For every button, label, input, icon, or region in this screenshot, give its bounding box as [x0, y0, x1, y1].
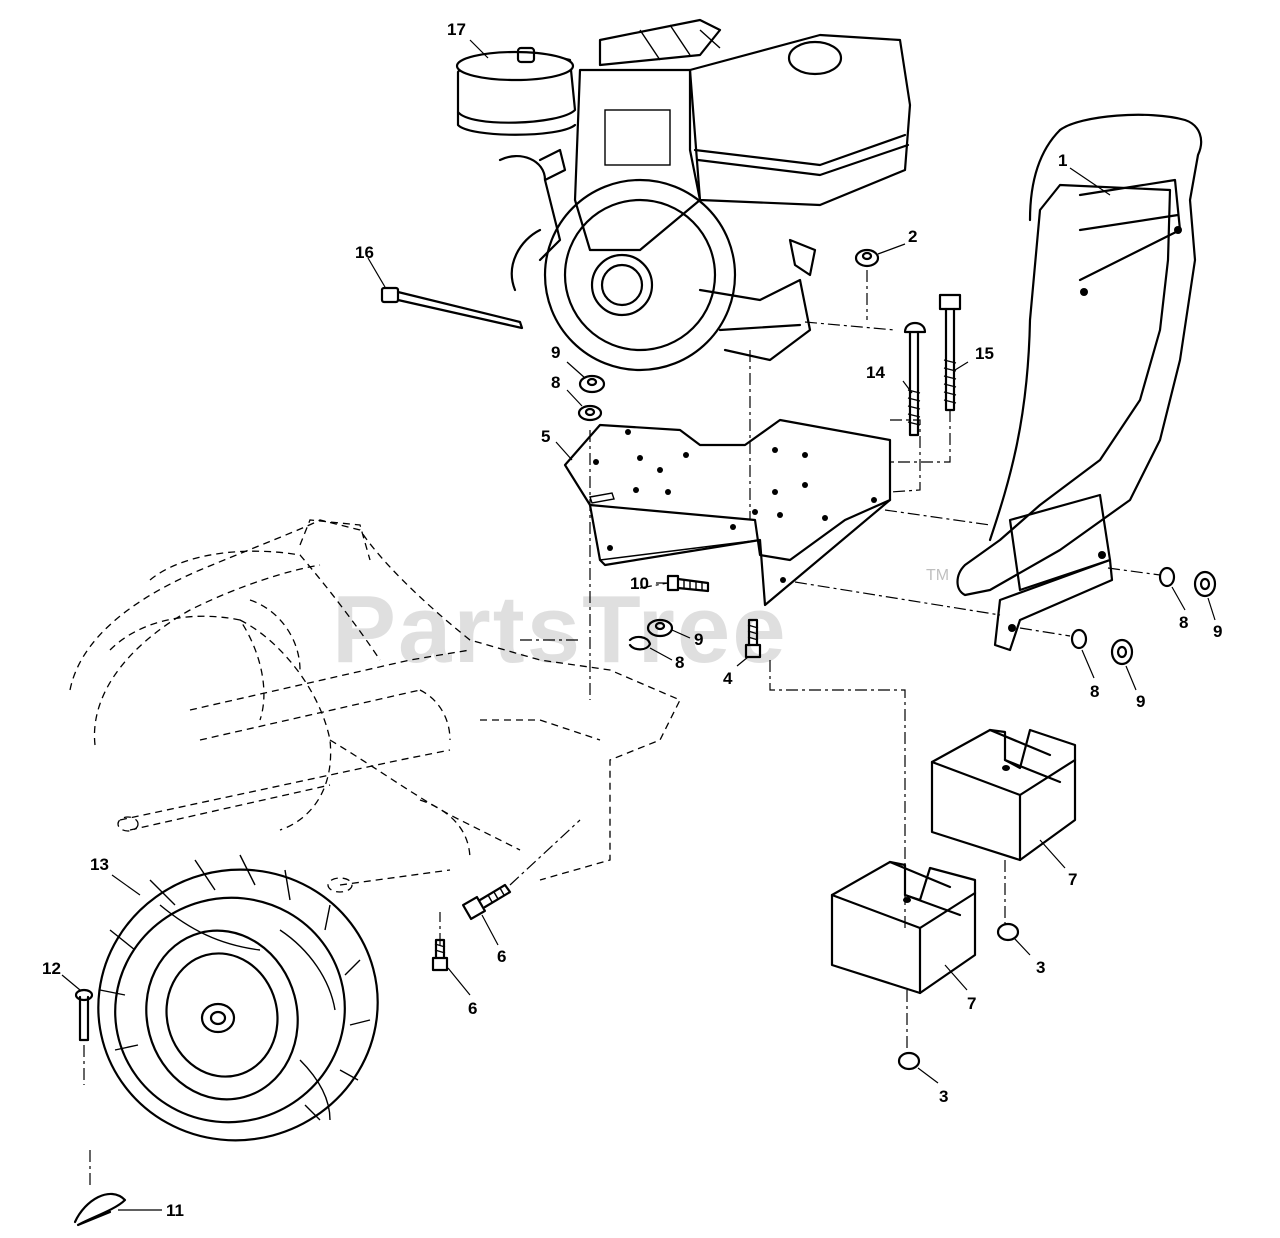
tiller-housing-outline [69, 519, 681, 893]
callout-1: 1 [1058, 151, 1067, 170]
nut-9-lower [1110, 638, 1134, 666]
assembly-lines [83, 270, 1161, 1185]
lockwasher-8-lower [1070, 628, 1088, 650]
lockwasher-8-right [1158, 566, 1176, 588]
callout-17: 17 [447, 20, 466, 39]
callout-15: 15 [975, 344, 994, 363]
callout-9-mid: 9 [694, 630, 703, 649]
callout-3-lower: 3 [939, 1087, 948, 1106]
watermark-trademark: TM [926, 567, 949, 584]
callout-4: 4 [723, 669, 733, 688]
callout-6-vertical: 6 [468, 999, 477, 1018]
nut-3-upper [996, 922, 1020, 942]
clevis-pin [74, 988, 94, 1042]
bolt-6-vertical [431, 938, 449, 972]
callout-14: 14 [866, 363, 885, 382]
cable-tie [380, 286, 524, 330]
engine [455, 18, 912, 372]
callout-7-lower: 7 [967, 994, 976, 1013]
callout-8-lower: 8 [1090, 682, 1099, 701]
callout-11: 11 [166, 1201, 184, 1220]
watermark-text: PartsTree [332, 576, 788, 683]
bolt-10 [666, 574, 710, 593]
callout-5: 5 [541, 427, 550, 446]
weight-lower [830, 860, 977, 995]
carriage-bolt-14 [903, 321, 927, 437]
nut-2 [854, 248, 880, 268]
callout-labels: 17 16 2 1 14 15 9 8 5 10 9 8 4 8 9 8 9 7… [42, 20, 1222, 1220]
callout-7-upper: 7 [1068, 870, 1077, 889]
lockwasher-8-mid [628, 635, 652, 651]
callout-2: 2 [908, 227, 917, 246]
callout-9-lower: 9 [1136, 692, 1145, 711]
weight-upper [930, 728, 1077, 862]
nut-9-top [578, 374, 606, 394]
nut-3-lower [897, 1051, 921, 1071]
callout-10: 10 [630, 574, 649, 593]
callout-8-right: 8 [1179, 613, 1188, 632]
hex-bolt-15 [938, 293, 962, 412]
handle-guard [956, 113, 1203, 652]
mounting-plate [563, 418, 892, 607]
leader-lines [61, 39, 1216, 1211]
bolt-4 [744, 618, 762, 659]
callout-3-upper: 3 [1036, 958, 1045, 977]
wheel-tire [97, 854, 379, 1142]
washer-8-top [577, 404, 603, 422]
callout-9-right: 9 [1213, 622, 1222, 641]
nut-9-mid [646, 618, 674, 638]
callout-6-angled: 6 [497, 947, 506, 966]
hair-pin-clip [73, 1193, 127, 1227]
callout-8-top: 8 [551, 373, 560, 392]
nut-9-right [1193, 570, 1217, 598]
bolt-6-angled [461, 883, 512, 921]
plate-holes [593, 429, 877, 583]
callout-8-mid: 8 [675, 653, 684, 672]
callout-12: 12 [42, 959, 61, 978]
callout-13: 13 [90, 855, 109, 874]
callout-9-top: 9 [551, 343, 560, 362]
callout-16: 16 [355, 243, 374, 262]
